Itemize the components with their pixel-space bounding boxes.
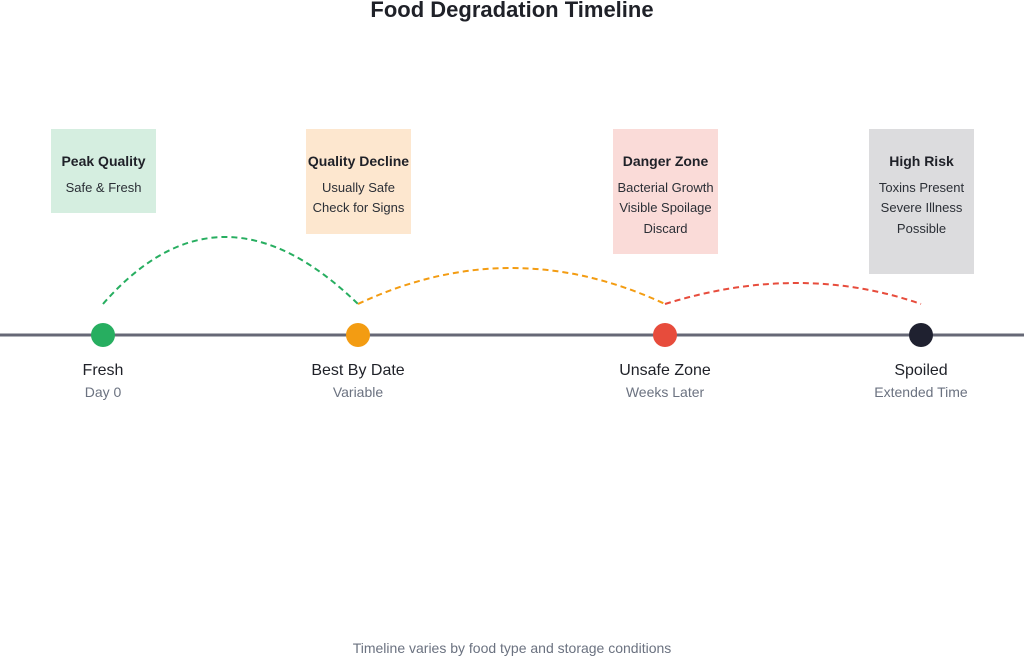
card-title: High Risk — [889, 153, 954, 169]
card-detail: Toxins Present — [878, 180, 965, 195]
card-detail: Usually Safe — [322, 180, 395, 195]
card-detail: Safe & Fresh — [65, 180, 142, 195]
milestone-sublabel-unsafe: Weeks Later — [625, 384, 705, 400]
arc-unsafe-to-spoiled — [664, 282, 922, 305]
card-detail: Discard — [643, 221, 688, 236]
milestone-label-best-by: Best By Date — [311, 362, 405, 379]
card-detail: Bacterial Growth — [617, 180, 714, 195]
milestone-label-fresh: Fresh — [82, 362, 124, 379]
card-detail: Possible — [896, 221, 947, 236]
stage-card-peak-quality: Peak Quality Safe & Fresh — [51, 129, 156, 213]
card-title: Peak Quality — [61, 153, 146, 169]
stage-card-quality-decline: Quality Decline Usually Safe Check for S… — [306, 129, 411, 234]
card-detail: Check for Signs — [312, 200, 405, 215]
arc-best-by-to-unsafe — [357, 267, 666, 305]
milestone-marker-unsafe — [653, 323, 677, 347]
page-title: Food Degradation Timeline — [370, 0, 654, 22]
stage-card-high-risk: High Risk Toxins Present Severe Illness … — [869, 129, 974, 274]
card-title: Danger Zone — [622, 153, 709, 169]
milestone-marker-spoiled — [909, 323, 933, 347]
milestone-sublabel-fresh: Day 0 — [84, 384, 122, 400]
milestone-marker-fresh — [91, 323, 115, 347]
card-detail: Visible Spoilage — [619, 200, 712, 215]
arc-fresh-to-best-by — [102, 236, 359, 305]
footnote: Timeline varies by food type and storage… — [352, 640, 672, 656]
milestone-marker-best-by — [346, 323, 370, 347]
milestone-sublabel-spoiled: Extended Time — [874, 384, 968, 400]
milestone-label-spoiled: Spoiled — [894, 362, 948, 379]
milestone-label-unsafe: Unsafe Zone — [619, 362, 711, 379]
milestone-sublabel-best-by: Variable — [332, 384, 384, 400]
card-detail: Severe Illness — [880, 200, 963, 215]
stage-card-danger-zone: Danger Zone Bacterial Growth Visible Spo… — [613, 129, 718, 254]
card-title: Quality Decline — [307, 153, 410, 169]
